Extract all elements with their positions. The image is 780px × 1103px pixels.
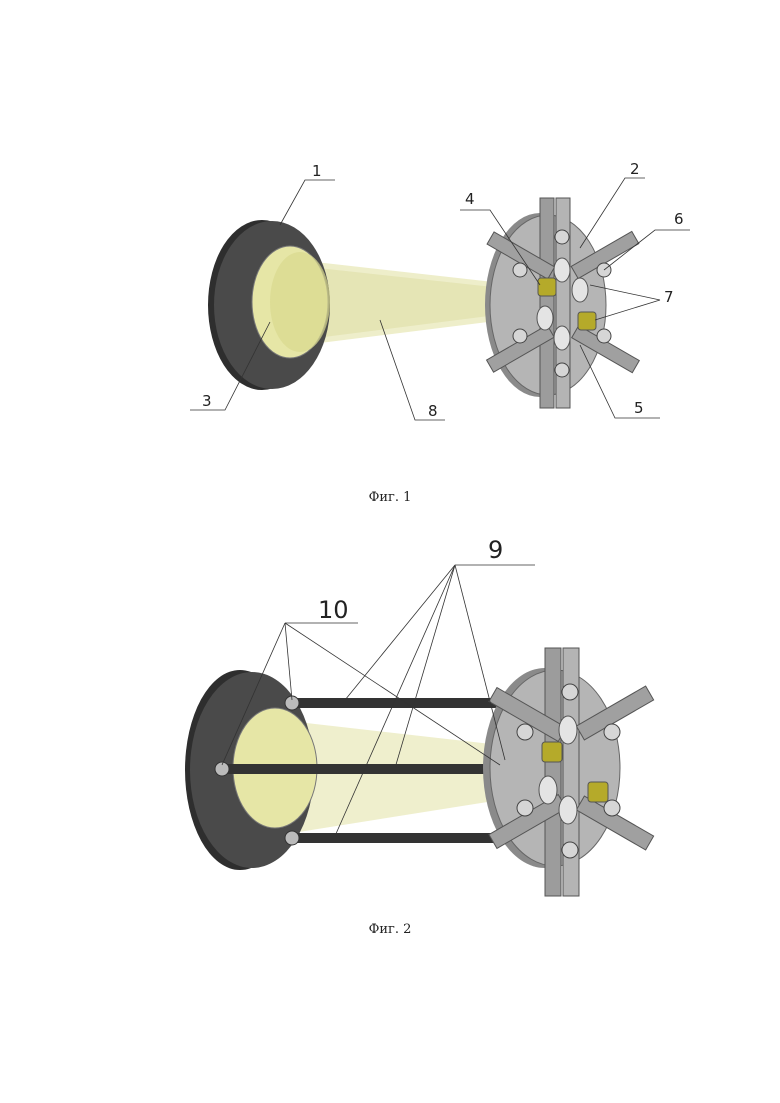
lens-glass [270, 252, 330, 352]
leader-9d [455, 565, 505, 760]
label-10: 10 [318, 596, 349, 624]
emitter-assembly [483, 648, 654, 896]
nut-bottom [285, 831, 299, 845]
label-3: 3 [202, 392, 212, 410]
label-1: 1 [312, 162, 322, 180]
rod-bottom [290, 833, 505, 843]
label-2: 2 [630, 160, 640, 178]
label-8: 8 [428, 402, 438, 420]
figure-1-drawing: 1 2 3 4 5 6 7 8 [0, 130, 780, 430]
label-6: 6 [674, 210, 684, 228]
label-5: 5 [634, 399, 644, 417]
figure-2-caption: Фиг. 2 [0, 922, 780, 937]
label-9: 9 [488, 536, 503, 564]
leader-1 [280, 180, 335, 225]
leader-9a [345, 565, 455, 700]
emitter-lower [588, 782, 608, 802]
emitter-upper [542, 742, 562, 762]
emitter-lower [578, 312, 596, 330]
emitter-upper [538, 278, 556, 296]
figure-1-caption: Фиг. 1 [0, 490, 780, 505]
figure-2-drawing: 9 10 [0, 530, 780, 910]
rod-top [290, 698, 505, 708]
label-7: 7 [664, 288, 674, 306]
emitter-assembly [485, 198, 639, 408]
label-4: 4 [465, 190, 475, 208]
